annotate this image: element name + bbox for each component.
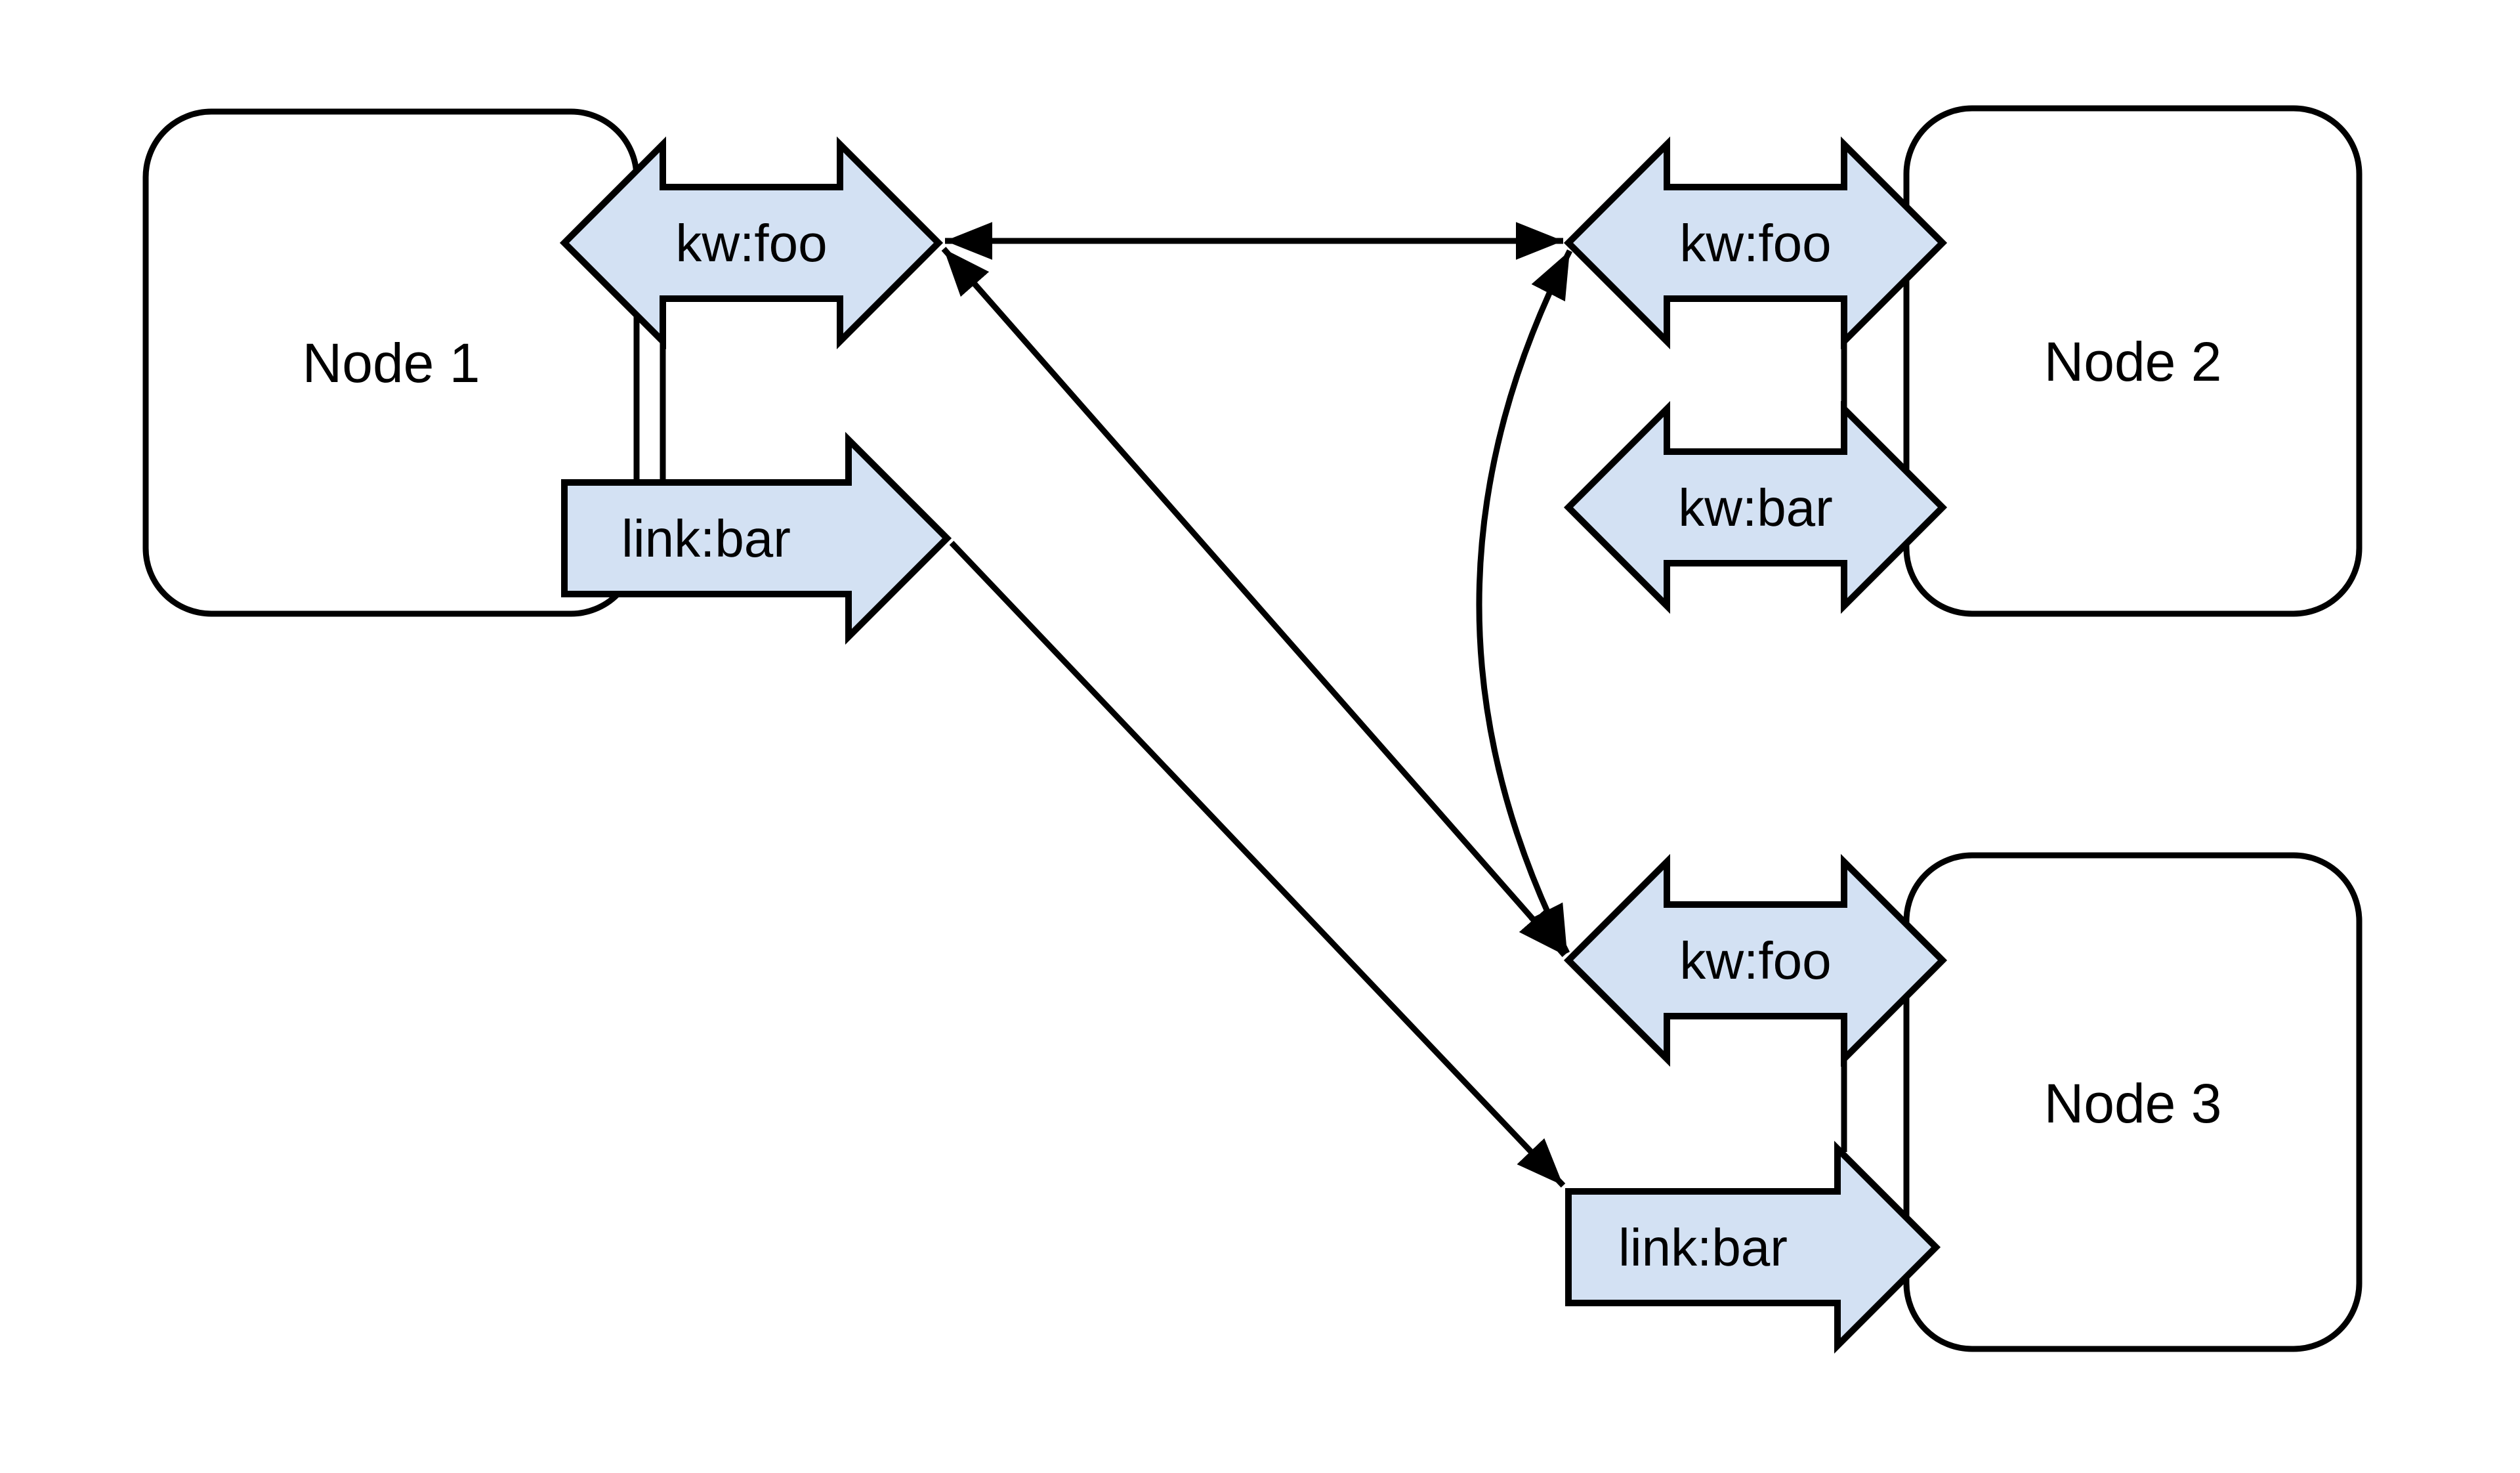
node-3-port-kwfoo-label: kw:foo [1679,931,1831,990]
node-1-label: Node 1 [303,332,480,394]
node-1-box [142,108,640,617]
node-2-port-kwbar-label: kw:bar [1678,479,1833,537]
edge-node2-kwfoo-node3-kwfoo-curve [1476,249,1573,955]
node-2-port-kwbar-arrow [1563,400,1948,614]
node-3-box [1903,852,2362,1352]
node-2-box [1903,105,2362,617]
node-2-port-kwfoo-arrow [1563,136,1948,350]
node-1-port-kwfoo-label: kw:foo [675,214,827,272]
node-1-port-kwfoo-arrow [559,136,944,350]
node-1-port-linkbar-arrow [561,431,952,645]
node-3-port-kwfoo-arrow [1563,853,1948,1067]
node-2-port-kwfoo-label: kw:foo [1679,214,1831,272]
edge-node1-kwfoo-node3-kwfoo [941,247,1567,957]
node-3-port-linkbar-label: link:bar [1618,1218,1788,1277]
node-3-port-linkbar-arrow [1565,1140,1941,1354]
node-1-port-linkbar-label: link:bar [621,509,791,568]
node-3-label: Node 3 [2044,1073,2222,1134]
node-2-label: Node 2 [2044,331,2222,393]
edge-node1-linkbar-node3-linkbar [949,540,1566,1188]
